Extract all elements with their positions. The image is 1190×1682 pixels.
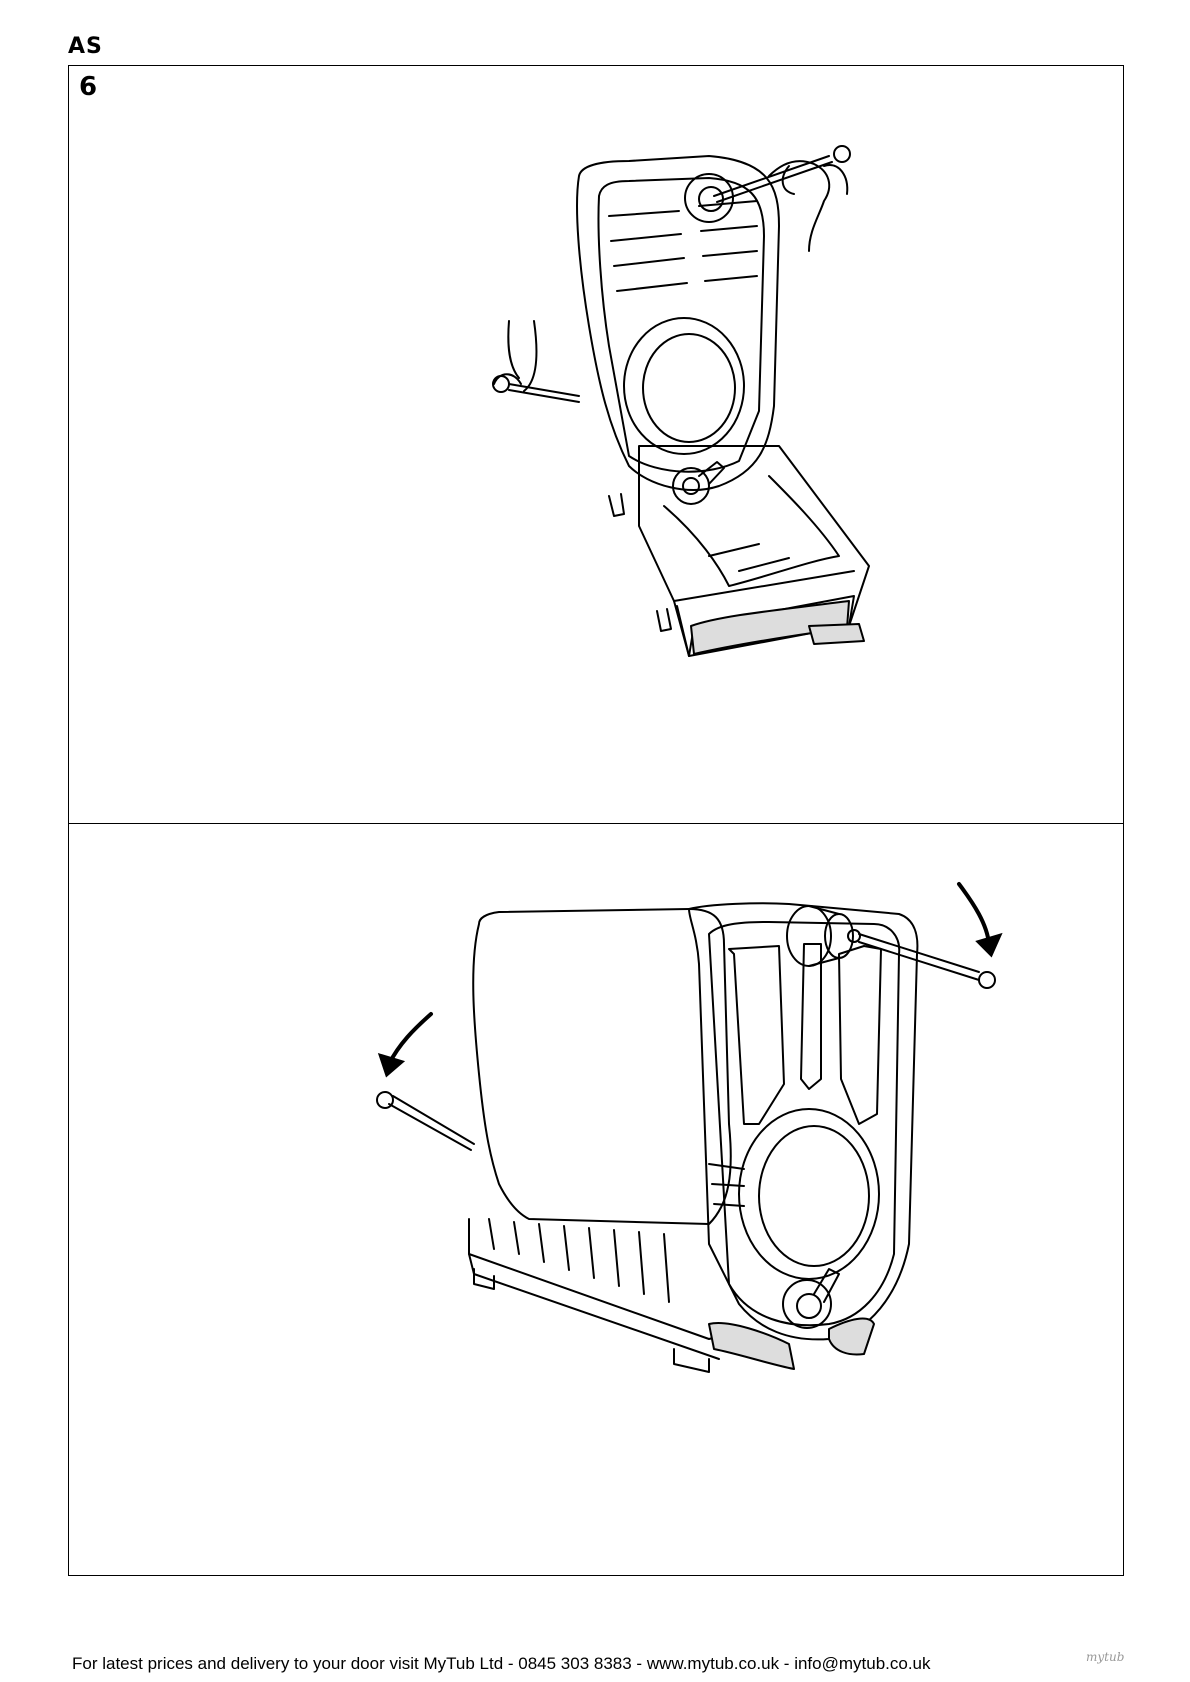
drum-unit-tilted-with-rod-icon xyxy=(69,66,1123,823)
figure-panel-top xyxy=(69,66,1123,823)
figure-panel-bottom xyxy=(69,824,1123,1576)
section-code: AS xyxy=(68,34,103,59)
footer-text: For latest prices and delivery to your d… xyxy=(72,1654,931,1674)
instruction-frame: 6 xyxy=(68,65,1124,1576)
mytub-logo: mytub xyxy=(1086,1650,1124,1664)
drum-unit-with-rods-and-arrows-icon xyxy=(69,824,1123,1576)
